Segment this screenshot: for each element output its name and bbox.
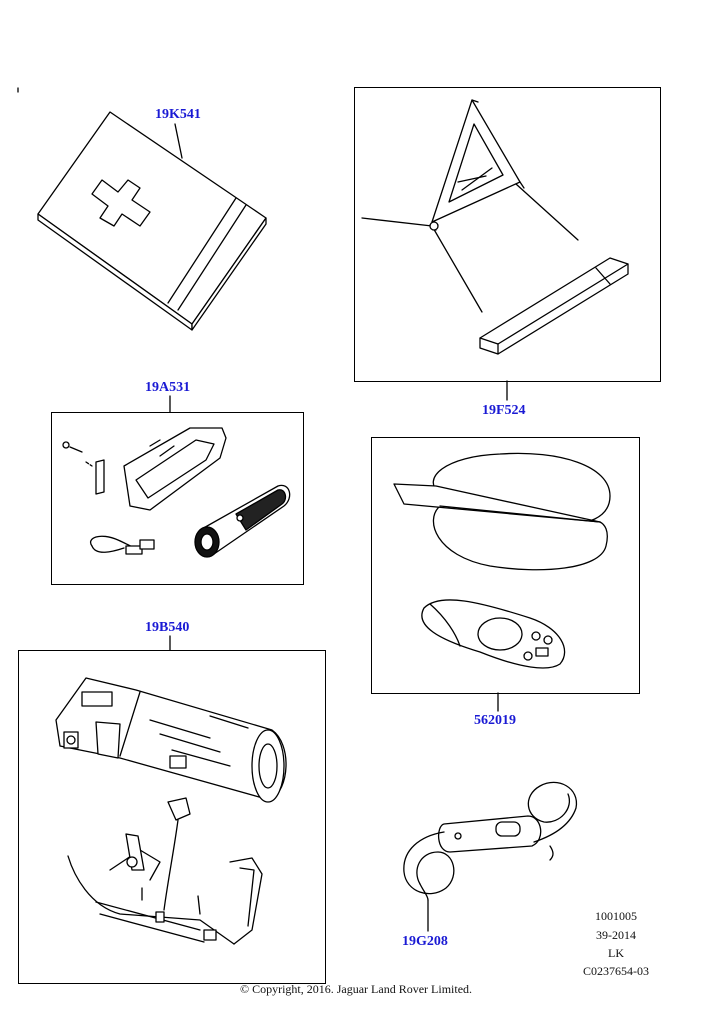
- part-label-fire-extinguisher[interactable]: 19B540: [145, 620, 190, 635]
- part-label-torch[interactable]: 19A531: [145, 380, 191, 395]
- remote-control-cable-drawing: [403, 781, 578, 901]
- torch-frame: [51, 412, 304, 585]
- warning-triangle-drawing: [361, 99, 629, 355]
- meta-code-2: 39-2014: [596, 928, 636, 942]
- fire-extinguisher-drawing: [55, 677, 287, 945]
- first-aid-kit-drawing: [37, 111, 267, 331]
- tyre-pouch-drawing: [393, 452, 611, 669]
- meta-code-4: C0237654-03: [583, 964, 649, 978]
- meta-code-1: 1001005: [595, 909, 637, 923]
- part-label-warning-triangle[interactable]: 19F524: [482, 403, 526, 418]
- part-label-remote-control-cable[interactable]: 19G208: [402, 934, 448, 949]
- meta-code-3: LK: [608, 946, 624, 960]
- part-label-tyre-pouch-remote[interactable]: 562019: [474, 713, 516, 728]
- leader-line-first-aid-kit: [174, 123, 183, 159]
- tyre-pouch-frame: [371, 437, 640, 694]
- torch-kit-drawing: [62, 427, 291, 558]
- fire-extinguisher-frame: [18, 650, 326, 984]
- part-label-first-aid-kit[interactable]: 19K541: [155, 107, 201, 122]
- copyright-text: © Copyright, 2016. Jaguar Land Rover Lim…: [239, 982, 473, 996]
